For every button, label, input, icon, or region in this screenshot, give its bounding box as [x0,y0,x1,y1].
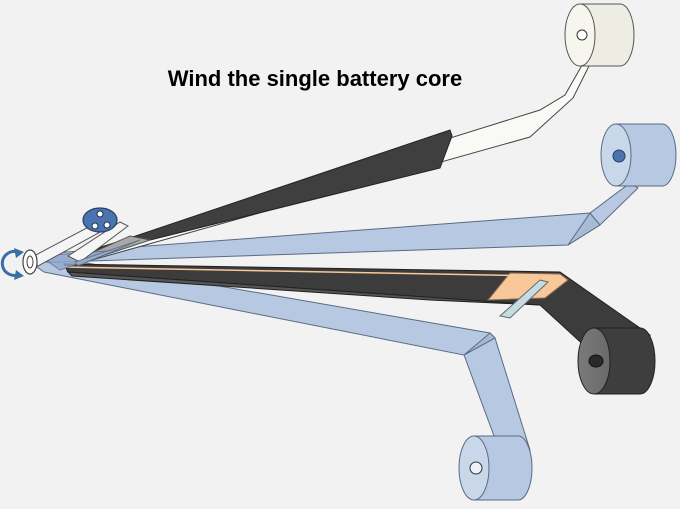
dark-electrode-roll [577,327,656,395]
winding-pin [82,207,118,233]
upper-separator-roll [600,123,677,187]
lower-separator-roll [458,435,533,501]
tab-strip [498,279,550,319]
copper-tab [486,272,569,301]
rotation-arrow-icon [0,248,24,280]
mandrel [22,249,38,275]
page-title: Wind the single battery core [167,66,463,91]
mandrel-arms [29,221,141,267]
middle-electrode-strip [63,263,651,361]
top-roll [564,3,635,67]
upper-separator-strip [35,182,639,263]
